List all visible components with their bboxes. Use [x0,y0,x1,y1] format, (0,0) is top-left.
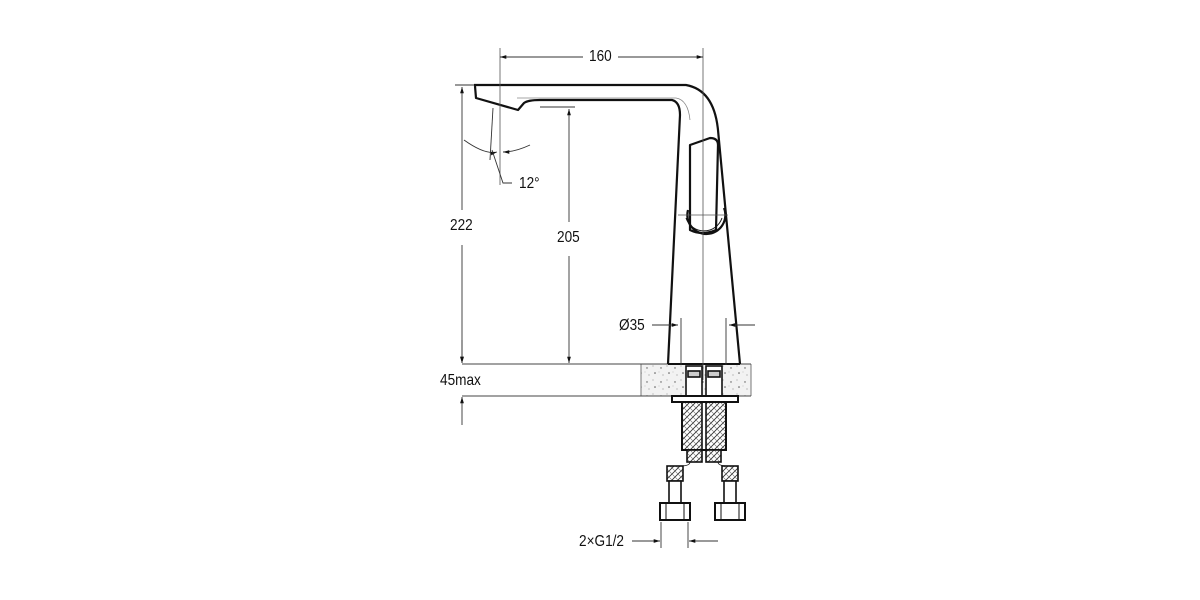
dim-base-diameter: Ø35 [619,317,645,334]
dim-connections: 2×G1/2 [579,533,624,550]
dim-spout-angle: 12° [519,175,540,192]
dim-total-height: 222 [450,217,473,234]
faucet-body [473,83,742,365]
dimension-lines [455,55,755,548]
centerlines [499,48,728,380]
connection-fittings [659,365,746,521]
dim-spout-height: 205 [557,229,580,246]
dim-spout-reach: 160 [589,48,612,65]
dim-deck-thickness: 45max [440,372,481,389]
